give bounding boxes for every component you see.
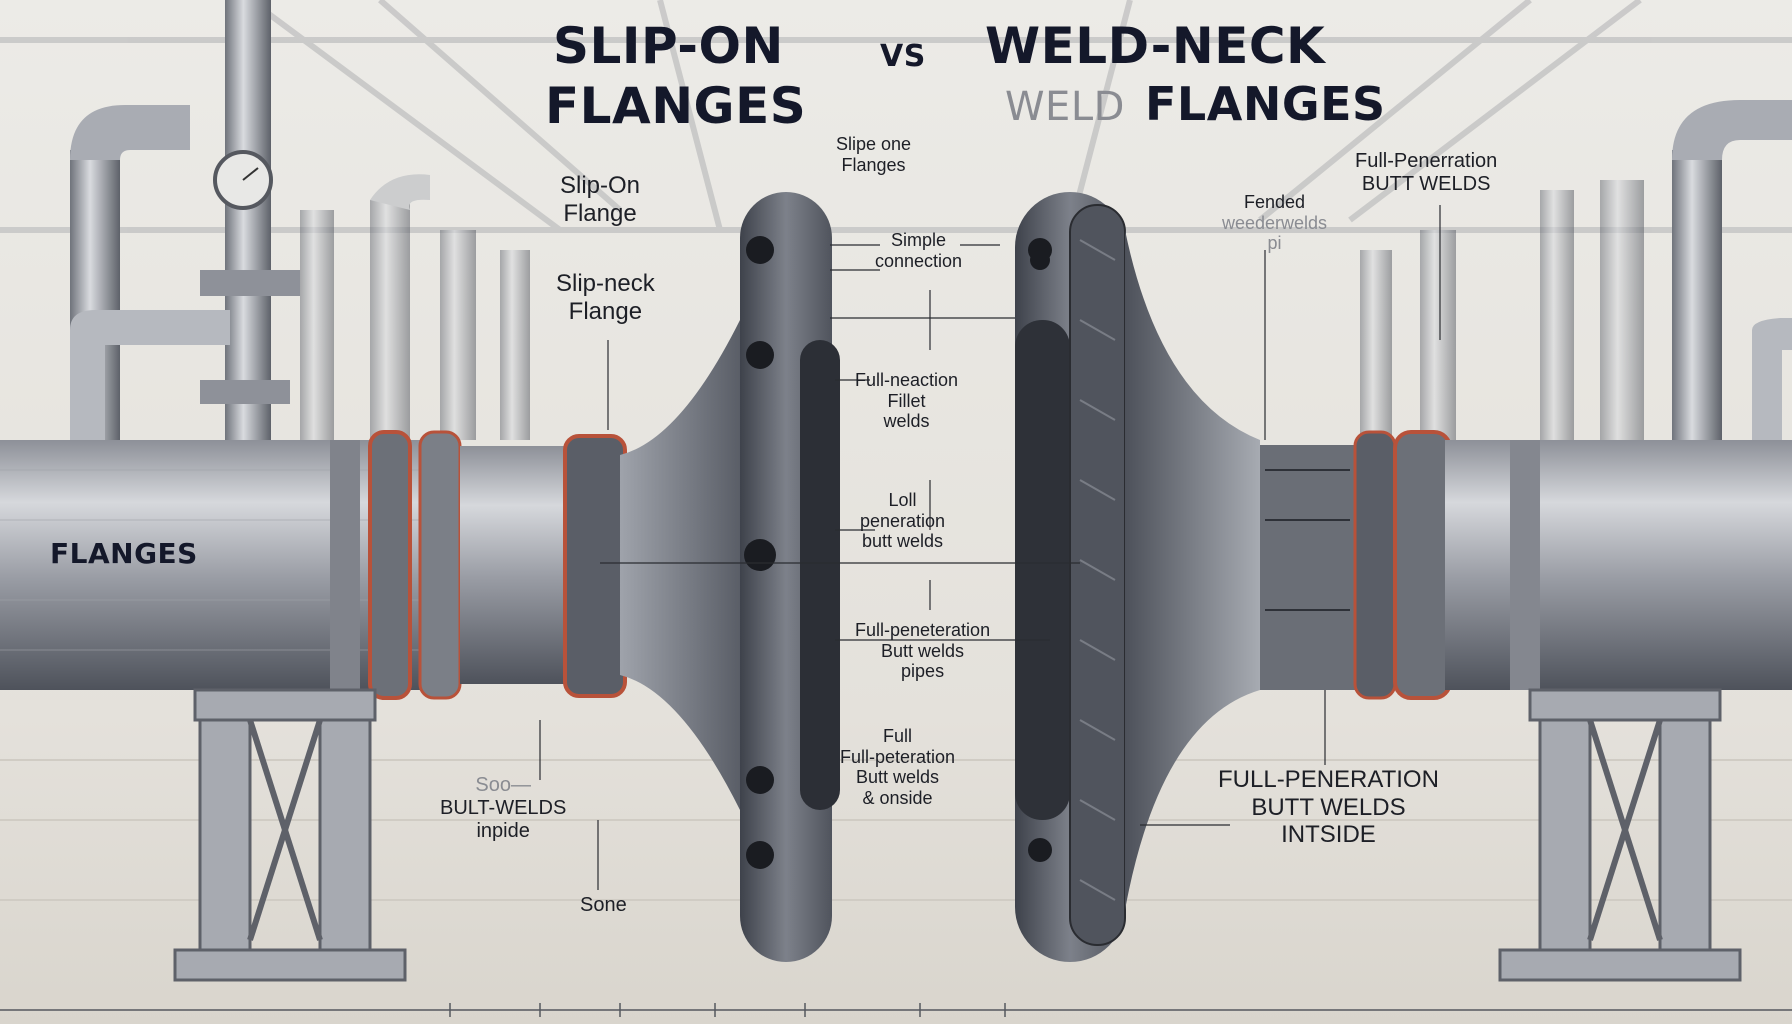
title-weld-neck-line1: WELD-NECK xyxy=(985,17,1326,75)
title-weld-neck-line2: FLANGES xyxy=(1145,77,1386,131)
title-vs: VS xyxy=(880,39,926,74)
pipe-label: FLANGES xyxy=(50,537,198,570)
label-sone: Sone xyxy=(580,894,627,916)
title-slip-on-line2: FLANGES xyxy=(545,77,807,135)
title-weld-faint: WELD xyxy=(1005,84,1125,130)
title-slip-on-line1: SLIP-ON xyxy=(553,17,784,75)
